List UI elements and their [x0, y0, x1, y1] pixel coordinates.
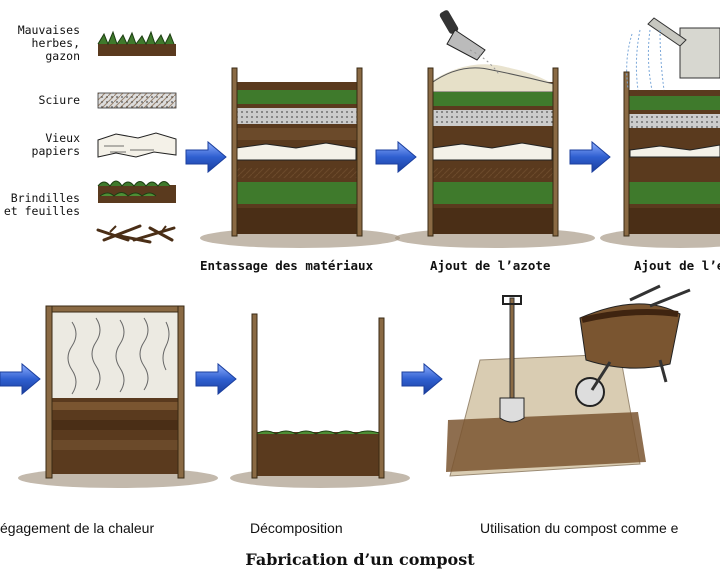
- flow-arrow-5: [195, 362, 237, 396]
- step-label-heat: égagement de la chaleur: [0, 520, 155, 536]
- spade: [499, 295, 525, 423]
- pile-stacking: [200, 67, 400, 248]
- legend-label-twigs: Brindilles et feuilles: [3, 191, 80, 218]
- step-label-decomposition: Décomposition: [250, 520, 343, 536]
- flow-arrow-4: [0, 362, 41, 396]
- pile-nitrogen: [395, 10, 595, 248]
- garden-scene: [446, 284, 691, 477]
- step-label-water: Ajout de l’e: [634, 258, 720, 273]
- wheelbarrow: [575, 284, 691, 407]
- legend-grass-swatch: [97, 30, 176, 56]
- flow-arrow-3: [569, 140, 611, 174]
- arrows-group: [0, 140, 611, 396]
- figure-caption: Fabrication d’un compost: [245, 550, 475, 569]
- legend-twigs-swatch: [96, 224, 176, 244]
- legend-sawdust-swatch: [97, 92, 177, 109]
- flow-arrow-1: [185, 140, 227, 174]
- pile-water: [600, 17, 720, 248]
- watering-can: [647, 17, 720, 79]
- legend-label-grass: Mauvaises herbes, gazon: [17, 23, 80, 63]
- flow-arrow-6: [401, 362, 443, 396]
- step-label-stacking: Entassage des matériaux: [200, 258, 374, 273]
- pile-decomposition: [230, 313, 410, 488]
- legend-leaves-swatch: [97, 180, 176, 203]
- flow-arrow-2: [375, 140, 417, 174]
- pile-heat: [18, 305, 218, 488]
- legend-label-papers: Vieux papiers: [31, 131, 80, 158]
- step-label-use: Utilisation du compost comme e: [480, 520, 679, 536]
- legend-label-sawdust: Sciure: [38, 93, 80, 107]
- legend-papers-swatch: [97, 132, 177, 158]
- trowel: [439, 10, 486, 61]
- step-label-nitrogen: Ajout de l’azote: [430, 258, 551, 273]
